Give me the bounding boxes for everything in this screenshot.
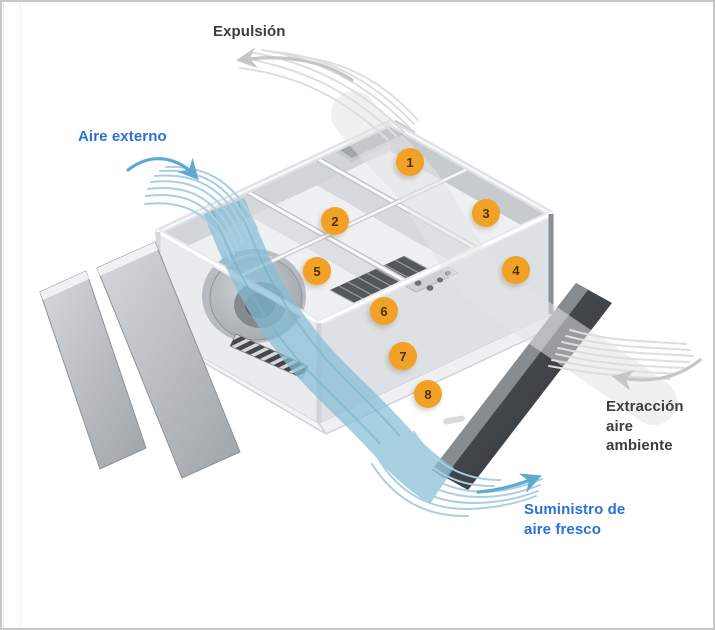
expulsion-arrow-icon <box>235 47 354 82</box>
panel-handle-slot <box>443 415 465 425</box>
step-badge-5: 5 <box>303 257 331 285</box>
expulsion-flow-lines <box>239 49 419 141</box>
external-air-flow-lines <box>144 165 258 261</box>
step-badge-1: 1 <box>396 148 424 176</box>
side-panel-left-small <box>39 270 147 470</box>
step-badge-2: 2 <box>321 207 349 235</box>
step-badge-3: 3 <box>472 199 500 227</box>
page-edge-line <box>3 0 4 630</box>
extraction-flow-band <box>331 91 677 425</box>
label-external-air: Aire externo <box>78 128 167 145</box>
extraction-arrow-icon <box>611 358 702 391</box>
step-badge-6: 6 <box>370 297 398 325</box>
external-air-band <box>203 197 455 505</box>
step-badge-8: 8 <box>414 380 442 408</box>
heat-exchanger <box>329 255 431 305</box>
step-badge-7: 7 <box>389 342 417 370</box>
step-badge-4: 4 <box>502 256 530 284</box>
external-air-arrow-icon <box>126 157 199 181</box>
label-expulsion: Expulsión <box>213 23 286 40</box>
label-extraction: Extracción aire ambiente <box>606 398 684 454</box>
label-supply: Suministro de aire fresco <box>524 501 626 538</box>
page-edge-line-2 <box>20 0 21 630</box>
supply-arrow-icon <box>476 473 542 494</box>
side-panel-left-large <box>96 241 241 479</box>
